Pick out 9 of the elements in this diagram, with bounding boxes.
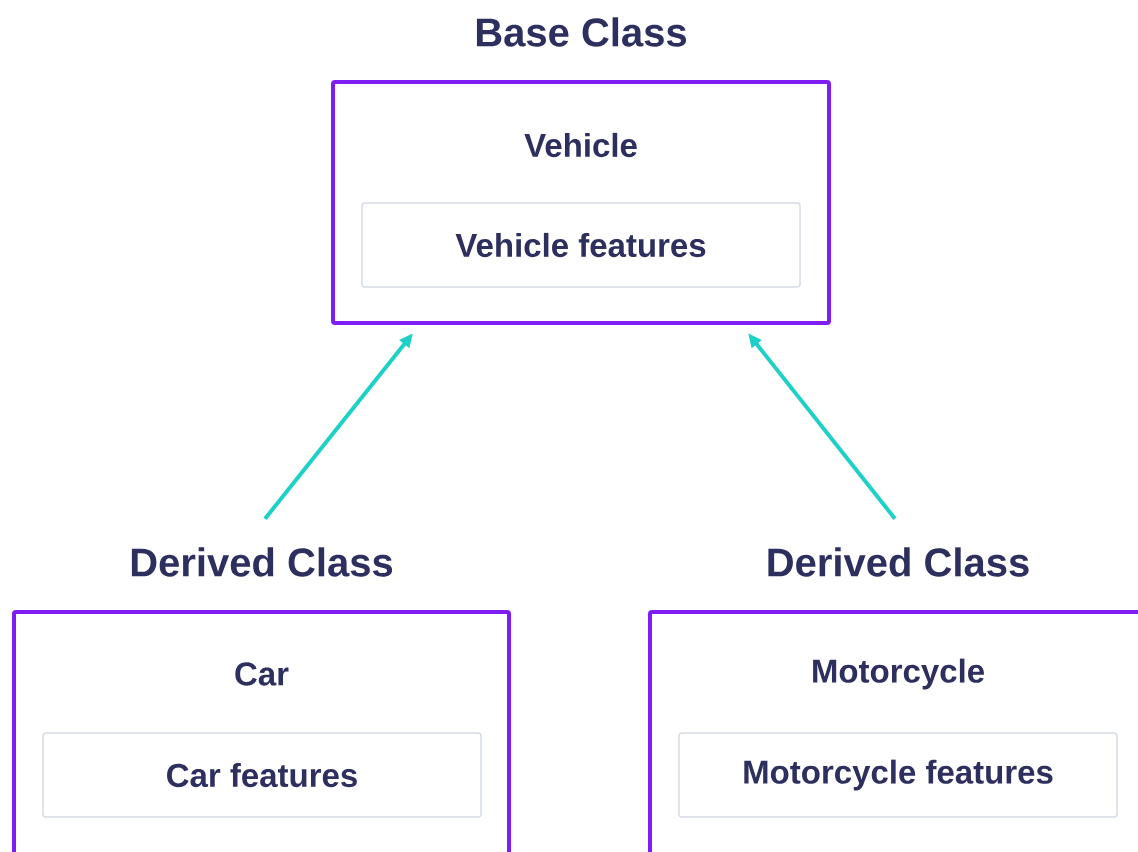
class-name: Car	[235, 662, 289, 686]
class-heading: Base Class	[476, 17, 687, 47]
features-box: Car features	[42, 732, 482, 818]
class-name: Motorcycle	[813, 658, 984, 690]
class-name: Vehicle	[524, 132, 637, 158]
features-box: Vehicle features	[361, 202, 801, 288]
class-heading: Derived Class	[768, 547, 1029, 577]
features-box: Motorcycle features	[678, 732, 1118, 818]
class-heading: Derived Class	[131, 547, 393, 577]
